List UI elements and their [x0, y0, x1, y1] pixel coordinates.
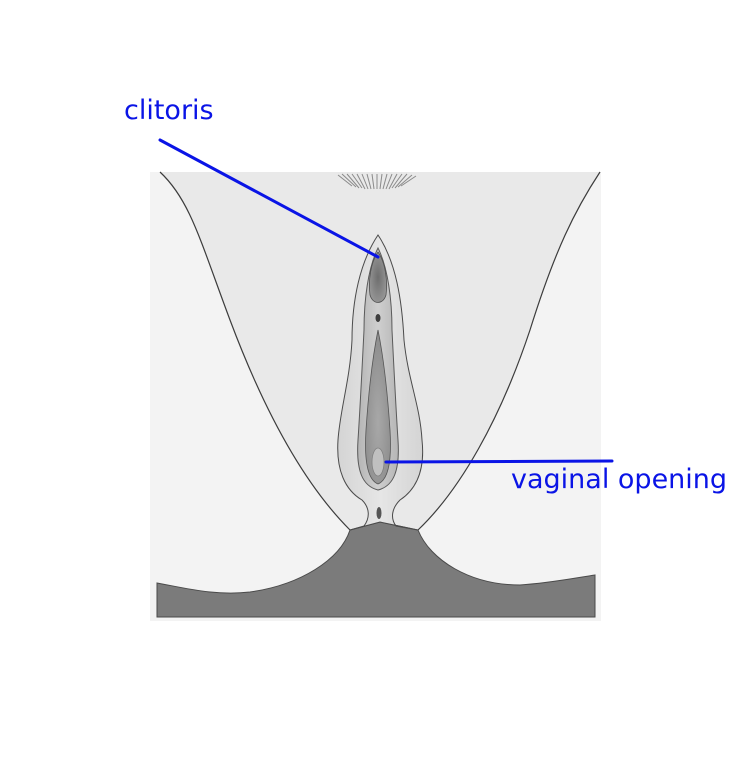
clitoris-pointer-line [158, 138, 380, 259]
urethral-opening [375, 314, 381, 322]
vaginal-opening-shape [371, 447, 385, 477]
anus-mark [376, 507, 382, 519]
pubic-hair-strokes [337, 173, 417, 190]
vaginal-opening-pointer-line [384, 459, 614, 464]
clitoris-shape [369, 251, 387, 303]
vaginal-opening-label: vaginal opening [511, 464, 728, 495]
clitoris-label: clitoris [124, 95, 214, 126]
vestibule [365, 329, 391, 485]
